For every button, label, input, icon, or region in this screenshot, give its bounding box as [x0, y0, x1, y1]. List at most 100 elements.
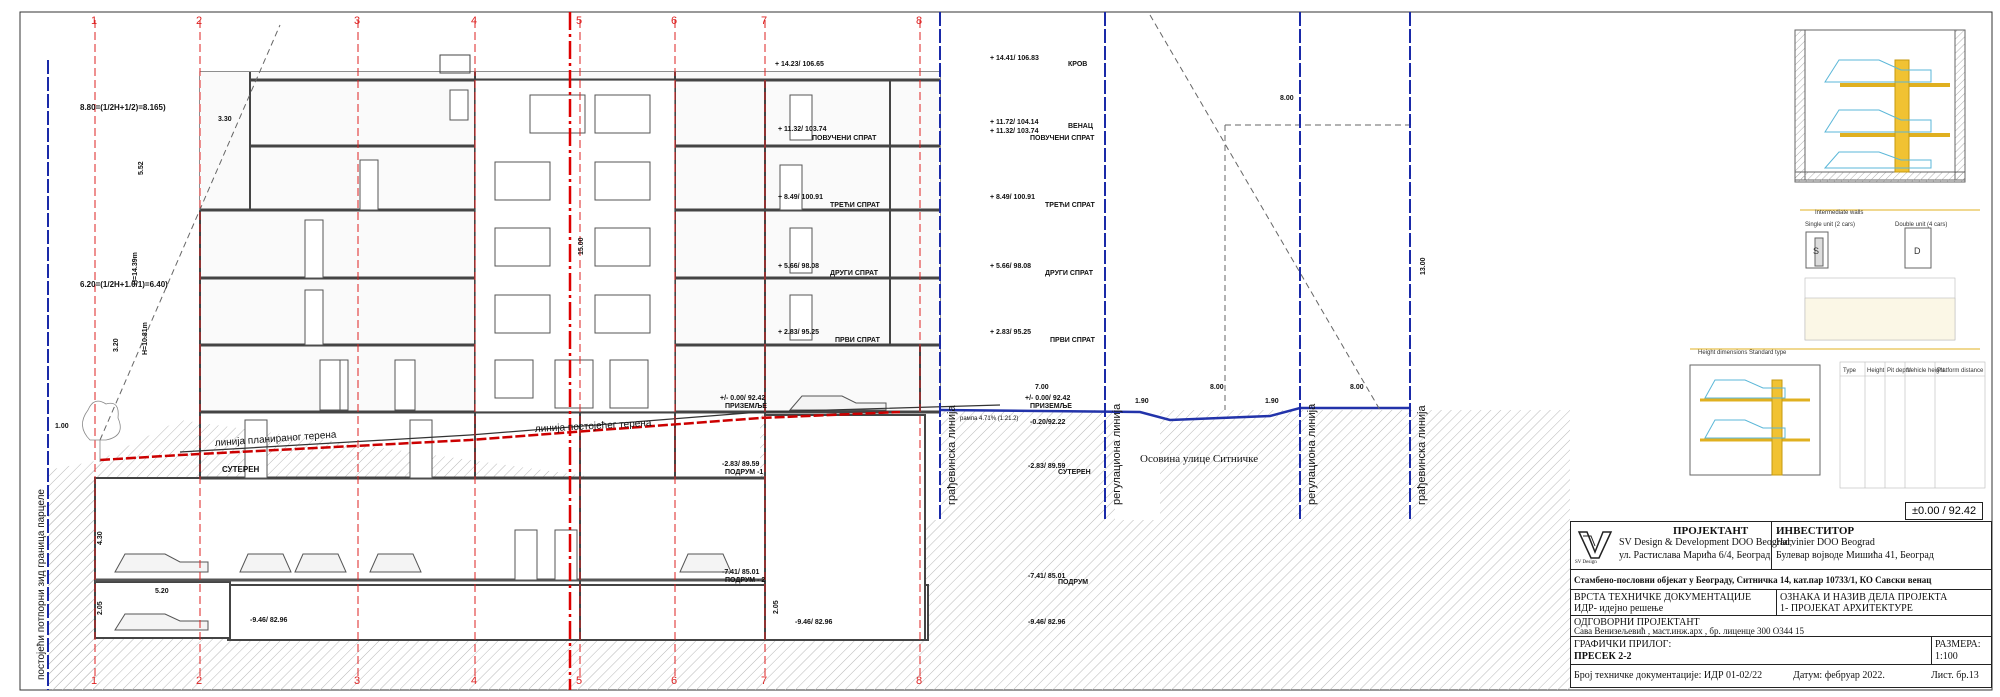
part-label: ОЗНАКА И НАЗИВ ДЕЛА ПРОЈЕКТА [1780, 592, 1948, 603]
dim-d6: 1.00 [55, 423, 69, 430]
outer-level-label-basement: ПОДРУМ [1058, 579, 1088, 586]
outer-level-value-ground: +/- 0.00/ 92.42 [1025, 395, 1070, 402]
investor-address: Булевар војводе Мишића 41, Београд [1776, 550, 1934, 561]
investor-name: Harvinier DOO Beograd [1776, 537, 1875, 548]
legend-height-title: Height dimensions Standard type [1698, 350, 1787, 356]
outer-level-value-cornice: + 11.72/ 104.14 [990, 119, 1039, 126]
inner-level-label-1: ПОВУЧЕНИ СПРАТ [812, 135, 877, 142]
dim-d9: 8.00 [1210, 384, 1224, 391]
project-name: Стамбено-пословни објекат у Београду, Си… [1574, 575, 1932, 585]
legend-texts: Intermediate walls Single unit (2 cars) … [1698, 210, 1984, 374]
legend-head-height: Height [1867, 368, 1885, 374]
annotations: 8.80=(1/2H+1/2)=8.165) 6.20=(1/2H+1.0/1)… [36, 103, 1428, 680]
outer-level-value-setback: + 11.32/ 103.74 [990, 128, 1039, 135]
legend-single-letter: S [1813, 246, 1819, 256]
scale-label: РАЗМЕРА: [1935, 639, 1981, 650]
title-block: SV Design ПРОЈЕКТАНТ SV Design & Develop… [1570, 521, 1992, 688]
windows [244, 89, 813, 581]
legend-head-vehicle: Vehicle height [1907, 368, 1945, 374]
doc-number: Број техничке документације: ИДР 01-02/2… [1574, 670, 1763, 681]
terrain-planned-line [99, 410, 901, 462]
dim-d8: 1.90 [1135, 398, 1149, 405]
outer-level-value-roof: + 14.41/ 106.83 [990, 55, 1039, 62]
axis-label-bottom-8: 8 [916, 675, 922, 687]
axis-lines [94, 20, 921, 680]
logo-text: SV Design [1575, 560, 1597, 565]
legend-double-unit: Double unit (4 cars) [1895, 222, 1947, 228]
outer-level-value-suteren: -2.83/ 89.59 [1028, 463, 1065, 470]
inner-level-value-5: +/- 0.00/ 92.42 [720, 395, 765, 402]
inner-level-label-5: ПРИЗЕМЉЕ [725, 403, 767, 410]
dim-d12: 8.00 [1280, 95, 1294, 102]
inner-level-marks: + 14.23/ 106.65 + 11.32/ 103.74 ПОВУЧЕНИ… [250, 61, 881, 626]
axis-label-top-1: 1 [91, 15, 97, 27]
dim-d13: 15.00 [578, 237, 585, 255]
regulation-line-label-2: регулациона линија [1306, 403, 1318, 505]
sheet-number: Лист. бр.13 [1931, 670, 1979, 681]
regulation-line-label-1: регулациона линија [1111, 403, 1123, 505]
axis-label-bottom-7: 7 [761, 675, 767, 687]
outer-level-label-1: ПРВИ СПРАТ [1050, 337, 1096, 344]
outer-level-label-ground: ПРИЗЕМЉЕ [1030, 403, 1072, 410]
outer-bottom-level: -9.46/ 82.96 [1028, 619, 1065, 626]
axis-label-top-8: 8 [916, 15, 922, 27]
outer-level-label-suteren: СУТЕРЕН [1058, 469, 1091, 476]
inner-level-label-3: ДРУГИ СПРАТ [830, 270, 879, 277]
reference-elevation-text: ±0.00 / 92.42 [1912, 505, 1977, 517]
soil-left [48, 460, 100, 690]
dim-d4: H=10.81m [142, 322, 149, 355]
outer-level-value-3: + 8.49/ 100.91 [990, 194, 1035, 201]
legend-double-letter: D [1914, 246, 1921, 256]
street-line [939, 406, 1410, 422]
axis-label-bottom-5: 5 [576, 675, 582, 687]
inner-level-label-7: ПОДРУМ - 2 [725, 577, 765, 584]
sheet-name: ПРЕСЕК 2-2 [1574, 651, 1632, 662]
cars [114, 395, 887, 631]
outer-level-value-2: + 5.66/ 98.08 [990, 263, 1031, 270]
outer-level-label-roof: КРОВ [1068, 61, 1087, 68]
axis-label-bottom-3: 3 [354, 675, 360, 687]
doc-type: ИДР- идејно решење [1574, 603, 1664, 614]
inner-bottom-level: -9.46/ 82.96 [795, 619, 832, 626]
ramp-note: рампа 4.71% (1:21.2) [960, 416, 1018, 422]
ramp-box [764, 414, 926, 641]
regulation-lines [47, 12, 1411, 690]
dim-d11: 8.00 [1350, 384, 1364, 391]
legend-tables [1804, 277, 1986, 489]
responsible-name: Сава Венизељевић , маст.инж.арх , бр. ли… [1574, 626, 1804, 636]
inner-level-value-7: -7.41/ 85.01 [722, 569, 759, 576]
street-axis-label: Осовина улице Ситничке [1140, 453, 1258, 465]
road-level-top: -0.20/92.22 [1030, 419, 1066, 426]
axis-label-bottom-2: 2 [196, 675, 202, 687]
legend-single-unit: Single unit (2 cars) [1805, 222, 1855, 228]
inner-level-label-2: ТРЕЋИ СПРАТ [830, 202, 881, 209]
axis-labels: 1 2 3 4 5 6 7 8 1 2 3 4 5 6 7 8 [91, 15, 922, 687]
axis-label-top-2: 2 [196, 15, 202, 27]
outer-level-label-cornice: ВЕНАЦ [1068, 123, 1094, 130]
building-line-label-2: грађевинска линија [1416, 405, 1428, 506]
doc-type-label: ВРСТА ТЕХНИЧКЕ ДОКУМЕНТАЦИЈЕ [1574, 592, 1752, 603]
outer-level-value-basement: -7.41/ 85.01 [1028, 573, 1065, 580]
dim-d16: 4.30 [97, 531, 104, 545]
dim-d7: 7.00 [1035, 384, 1049, 391]
outer-level-label-setback: ПОВУЧЕНИ СПРАТ [1030, 135, 1095, 142]
outer-level-label-2: ДРУГИ СПРАТ [1045, 270, 1094, 277]
part-name: 1- ПРОЈЕКАТ АРХИТЕКТУРЕ [1780, 603, 1913, 614]
axis-label-top-3: 3 [354, 15, 360, 27]
designer-label: ПРОЈЕКТАНТ [1673, 525, 1749, 537]
dim-d15: 5.20 [155, 588, 169, 595]
axis-label-bottom-1: 1 [91, 675, 97, 687]
dim-d14: 13.00 [1420, 257, 1427, 275]
terrain-existing-line [179, 404, 1001, 453]
dim-d10: 1.90 [1265, 398, 1279, 405]
outer-level-label-3: ТРЕЋИ СПРАТ [1045, 202, 1096, 209]
parking-legend-graphic [1689, 29, 1980, 476]
terrain-existing-label: линија постојећег терена [535, 418, 653, 435]
dim-d18: 2.05 [773, 600, 780, 614]
inner-level-label-6: ПОДРУМ -1 [725, 469, 763, 476]
reference-elevation: ±0.00 / 92.42 [1905, 502, 1984, 520]
tree-symbol [82, 400, 121, 462]
dimension-texts: 3.30 5.52 H=14.39m H=10.81m 3.20 1.00 7.… [55, 95, 1427, 615]
